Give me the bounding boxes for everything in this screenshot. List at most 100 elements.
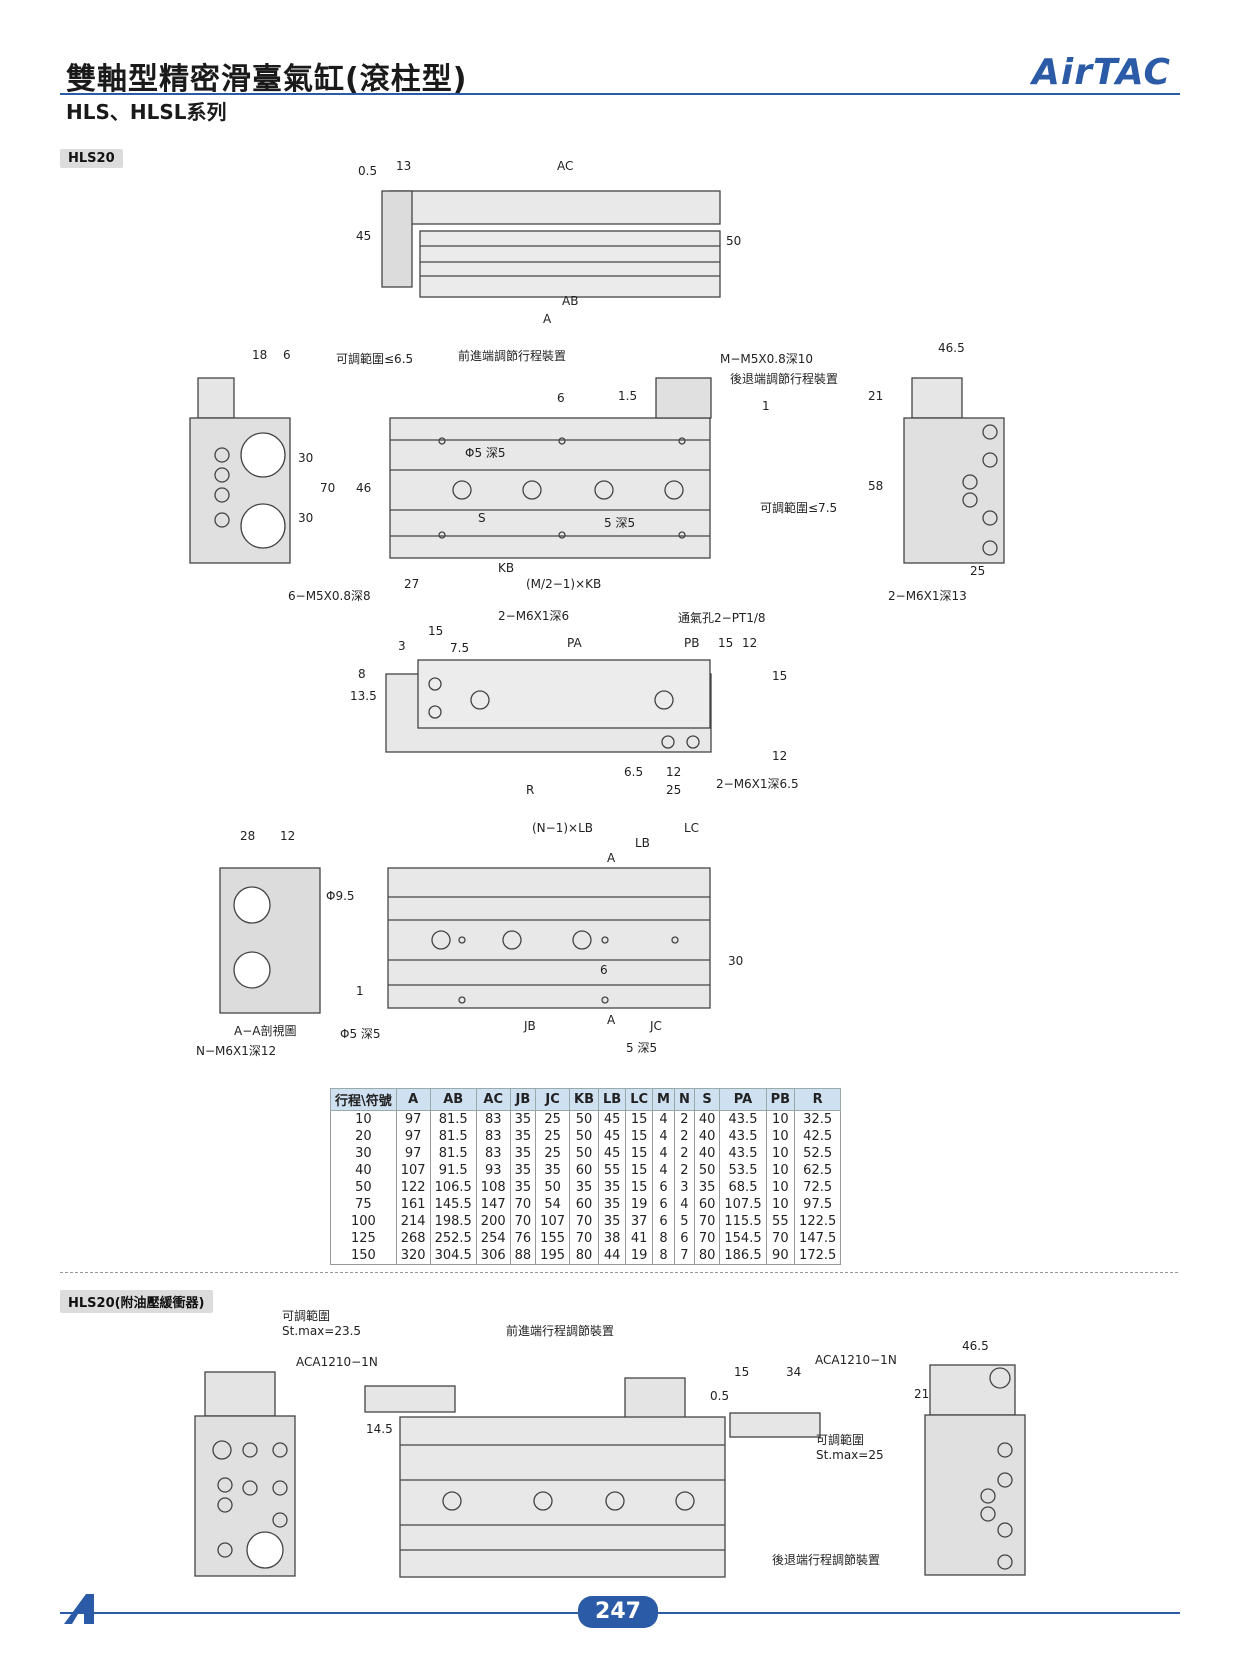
table-header: JC bbox=[535, 1088, 570, 1111]
dim-a: A bbox=[543, 312, 552, 326]
dim-13-5: 13.5 bbox=[350, 689, 377, 703]
note-front-adjuster: 前進端行程調節裝置 bbox=[506, 1323, 614, 1338]
table-cell: 108 bbox=[475, 1179, 511, 1196]
spec-table: 行程\符號 A AB AC JB JC KB LB LC M N S PA PB… bbox=[330, 1088, 842, 1265]
table-cell: 35 bbox=[569, 1179, 599, 1196]
section-mark-a: A bbox=[607, 851, 616, 865]
section-divider bbox=[60, 1272, 1178, 1273]
table-cell: 80 bbox=[693, 1247, 721, 1265]
dim-21: 21 bbox=[914, 1387, 929, 1401]
table-header: 行程\符號 bbox=[330, 1088, 397, 1111]
table-cell: 19 bbox=[625, 1196, 654, 1213]
technical-drawing-hls20: 0.5 13 AC 45 50 AB A 18 6 可調範圍≤6.5 前進端調節… bbox=[189, 159, 1005, 1058]
section-aa: A−A剖視圖 bbox=[234, 1023, 296, 1038]
table-cell: 68.5 bbox=[719, 1179, 767, 1196]
table-cell: 107 bbox=[535, 1213, 570, 1230]
note-adj-front: 可調範圍≤6.5 bbox=[336, 351, 413, 366]
dim-7-5: 7.5 bbox=[450, 641, 469, 655]
dim-12c: 12 bbox=[772, 749, 787, 763]
table-cell: 172.5 bbox=[794, 1247, 842, 1265]
dim-phi9-5: Φ9.5 bbox=[326, 889, 355, 903]
table-header: LC bbox=[625, 1088, 654, 1111]
dim-m2kb: (M/2−1)×KB bbox=[526, 577, 601, 591]
table-cell: 41 bbox=[625, 1230, 654, 1247]
dim-ab: AB bbox=[562, 294, 578, 308]
table-cell: 10 bbox=[765, 1179, 796, 1196]
note-rear-adjuster: 後退端行程調節裝置 bbox=[772, 1552, 880, 1567]
table-cell: 70 bbox=[509, 1196, 537, 1213]
table-cell: 4 bbox=[652, 1145, 675, 1162]
table-cell: 195 bbox=[535, 1247, 570, 1265]
table-cell: 8 bbox=[652, 1230, 675, 1247]
table-cell: 83 bbox=[475, 1128, 511, 1145]
table-cell: 6 bbox=[673, 1230, 695, 1247]
table-cell: 55 bbox=[765, 1213, 796, 1230]
header-rule bbox=[60, 93, 1180, 95]
table-cell: 2 bbox=[673, 1110, 695, 1128]
table-cell: 35 bbox=[597, 1213, 627, 1230]
table-cell: 43.5 bbox=[719, 1110, 767, 1128]
table-cell: 35 bbox=[535, 1162, 570, 1179]
table-cell: 80 bbox=[569, 1247, 599, 1265]
table-cell: 10 bbox=[765, 1145, 796, 1162]
note-n-m6: N−M6X1深12 bbox=[196, 1044, 276, 1058]
table-cell: 100 bbox=[330, 1213, 397, 1230]
table-cell: 52.5 bbox=[794, 1145, 842, 1162]
table-cell: 15 bbox=[625, 1162, 654, 1179]
table-cell: 40 bbox=[330, 1162, 397, 1179]
note-phi5-mid: 5 深5 bbox=[604, 516, 635, 530]
table-cell: 50 bbox=[535, 1179, 570, 1196]
table-header: M bbox=[652, 1088, 675, 1111]
dim-6-5: 6.5 bbox=[624, 765, 643, 779]
table-cell: 50 bbox=[569, 1110, 599, 1128]
table-cell: 161 bbox=[395, 1196, 431, 1213]
dim-r: R bbox=[526, 783, 534, 797]
dim-30b: 30 bbox=[298, 511, 313, 525]
table-cell: 97 bbox=[395, 1128, 431, 1145]
note-m5-side: 6−M5X0.8深8 bbox=[288, 589, 371, 603]
dim-lb: LB bbox=[635, 836, 650, 850]
table-cell: 70 bbox=[569, 1230, 599, 1247]
note-st-max-rear: St.max=25 bbox=[816, 1448, 884, 1462]
table-cell: 91.5 bbox=[429, 1162, 477, 1179]
dim-1-5: 1.5 bbox=[618, 389, 637, 403]
table-cell: 155 bbox=[535, 1230, 570, 1247]
dim-58: 58 bbox=[868, 479, 883, 493]
table-cell: 198.5 bbox=[429, 1213, 477, 1230]
section-mark-a2: A bbox=[607, 1013, 616, 1027]
dim-13: 13 bbox=[396, 159, 411, 173]
table-cell: 10 bbox=[330, 1110, 397, 1128]
dim-pb: PB bbox=[684, 636, 699, 650]
dim-30c: 30 bbox=[728, 954, 743, 968]
dim-25b: 25 bbox=[666, 783, 681, 797]
table-cell: 70 bbox=[569, 1213, 599, 1230]
table-cell: 44 bbox=[597, 1247, 627, 1265]
page-title: 雙軸型精密滑臺氣缸(滾柱型) bbox=[66, 62, 468, 97]
brand-logo: AirTAC bbox=[1032, 52, 1171, 93]
dim-6b: 6 bbox=[557, 391, 565, 405]
note-phi5-c: 5 深5 bbox=[626, 1041, 657, 1055]
table-cell: 50 bbox=[693, 1162, 721, 1179]
note-m6-top: 2−M6X1深6 bbox=[498, 609, 569, 623]
table-cell: 70 bbox=[693, 1213, 721, 1230]
table-header: A bbox=[395, 1088, 431, 1111]
dim-27: 27 bbox=[404, 577, 419, 591]
table-cell: 4 bbox=[652, 1162, 675, 1179]
technical-drawing-hls20-shock: 可調範圍 St.max=23.5 前進端行程調節裝置 ACA1210−1N 14… bbox=[194, 1308, 1026, 1578]
table-cell: 106.5 bbox=[429, 1179, 477, 1196]
table-cell: 20 bbox=[330, 1128, 397, 1145]
dim-ac: AC bbox=[557, 159, 573, 173]
table-cell: 3 bbox=[673, 1179, 695, 1196]
table-cell: 81.5 bbox=[429, 1110, 477, 1128]
table-cell: 145.5 bbox=[429, 1196, 477, 1213]
table-cell: 320 bbox=[395, 1247, 431, 1265]
table-cell: 15 bbox=[625, 1110, 654, 1128]
table-cell: 25 bbox=[535, 1128, 570, 1145]
table-cell: 125 bbox=[330, 1230, 397, 1247]
table-cell: 76 bbox=[509, 1230, 537, 1247]
note-st-max-front: St.max=23.5 bbox=[282, 1324, 361, 1338]
dim-s: S bbox=[478, 511, 486, 525]
